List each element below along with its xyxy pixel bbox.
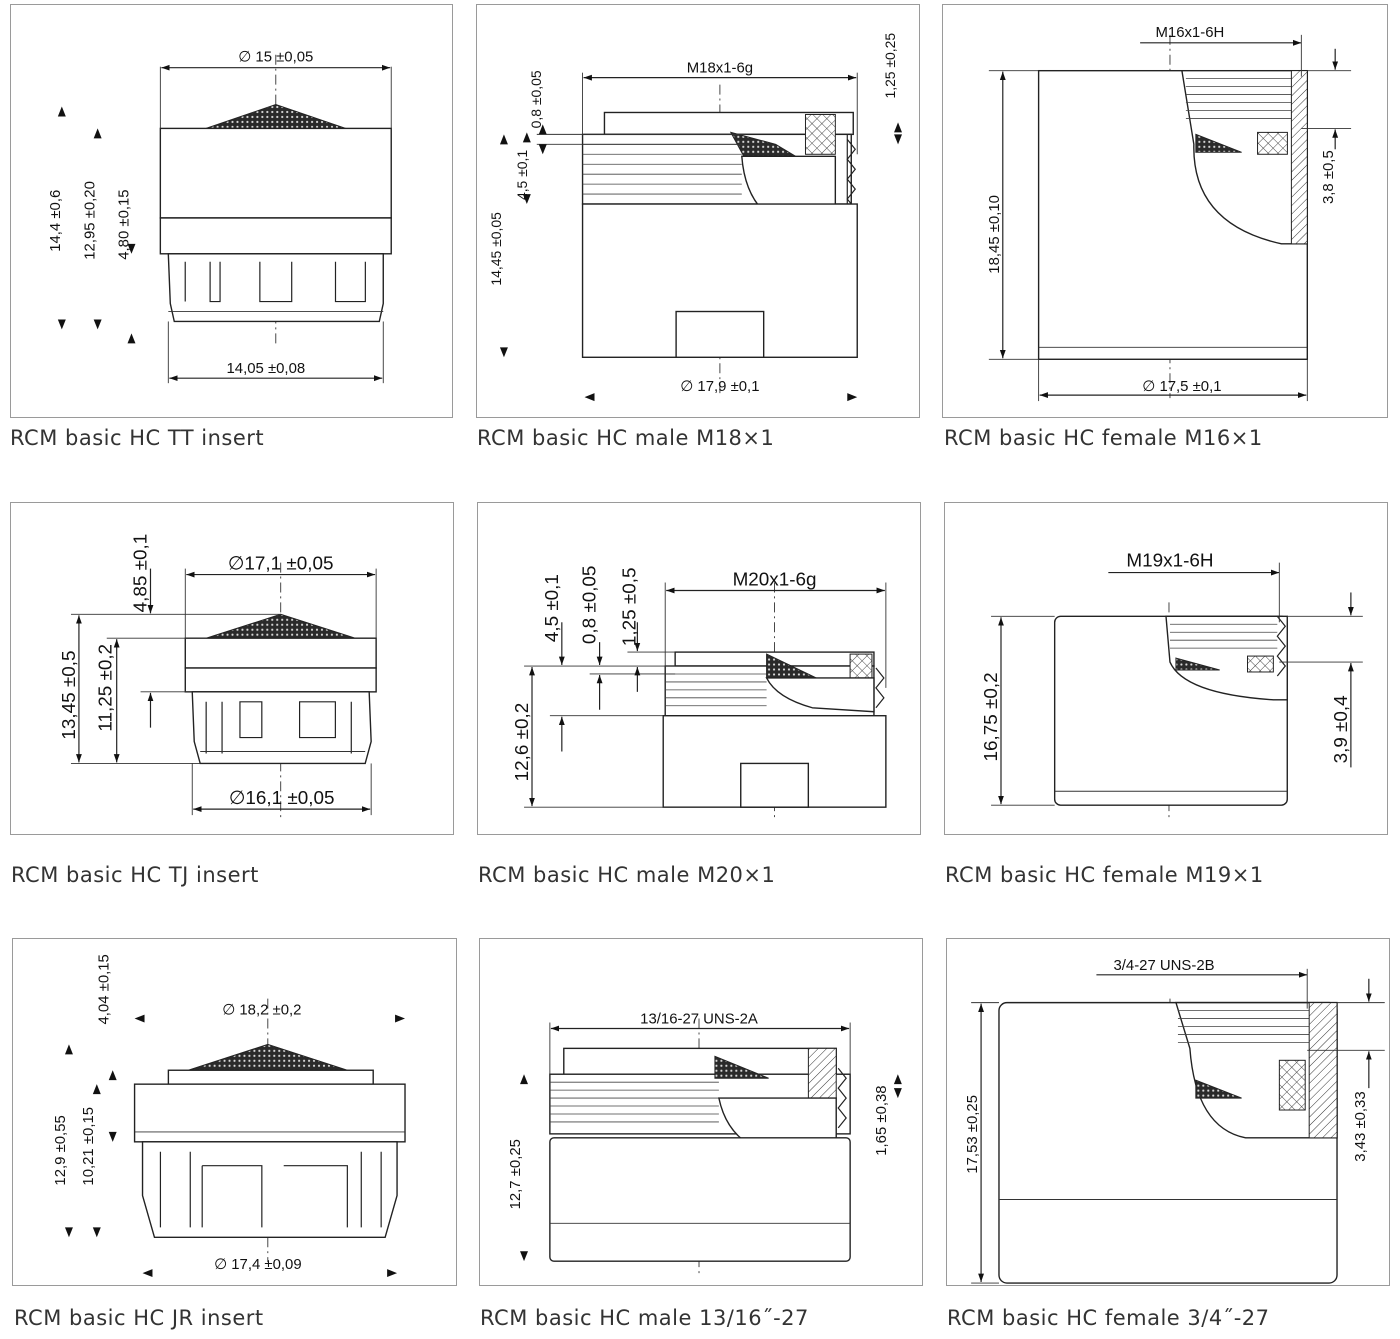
drawing-frame: 13/16-27 UNS-2A 12,7 ±0,25 1,65 ±0,38 bbox=[479, 938, 923, 1286]
dim-v3: 4,80 ±0,15 bbox=[116, 189, 133, 259]
dim-thread: 3/4-27 UNS-2B bbox=[1113, 958, 1214, 974]
panel-caption: RCM basic HC female M16×1 bbox=[944, 426, 1263, 450]
panel-caption: RCM basic HC male M18×1 bbox=[477, 426, 775, 450]
dim-v1: 12,6 ±0,2 bbox=[512, 703, 533, 782]
dim-v4: 1,25 ±0,25 bbox=[882, 33, 898, 99]
dim-v2: 12,95 ±0,20 bbox=[82, 181, 99, 260]
panel-caption: RCM basic HC female 3/4˝-27 bbox=[947, 1306, 1270, 1330]
dim-v4: 1,25 ±0,5 bbox=[619, 568, 640, 647]
dim-bottom: ∅ 17,5 ±0,1 bbox=[1142, 378, 1221, 395]
dim-v2: 1,65 ±0,38 bbox=[874, 1085, 890, 1155]
male-m20-drawing: M20x1-6g 12,6 ±0,2 4,5 ±0,1 0,8 ±0,05 1,… bbox=[512, 566, 887, 822]
drawing-frame: M20x1-6g 12,6 ±0,2 4,5 ±0,1 0,8 ±0,05 1,… bbox=[477, 502, 921, 835]
dim-top: ∅17,1 ±0,05 bbox=[228, 554, 334, 575]
dim-v2: 3,43 ±0,33 bbox=[1353, 1091, 1369, 1161]
panel-caption: RCM basic HC TJ insert bbox=[11, 863, 259, 887]
dim-v1: 12,9 ±0,55 bbox=[53, 1115, 69, 1185]
jr-insert-drawing: ∅ 18,2 ±0,2 ∅ 17,4 ±0,09 12,9 ±0,55 10,2… bbox=[53, 954, 406, 1278]
dim-bottom: ∅16,1 ±0,05 bbox=[229, 788, 335, 809]
dim-v1: 13,45 ±0,5 bbox=[59, 650, 80, 739]
male-13-16-drawing: 13/16-27 UNS-2A 12,7 ±0,25 1,65 ±0,38 bbox=[508, 1012, 902, 1278]
dim-thread: M20x1-6g bbox=[733, 570, 817, 591]
tt-insert-drawing: ∅ 15 ±0,05 14,05 ±0,08 14,4 ±0,6 12,95 ±… bbox=[47, 49, 392, 384]
dim-thread: M18x1-6g bbox=[687, 60, 753, 77]
dim-bottom: ∅ 17,9 ±0,1 bbox=[680, 378, 759, 395]
dim-bottom: ∅ 17,4 ±0,09 bbox=[214, 1257, 302, 1273]
dim-v1: 18,45 ±0,10 bbox=[986, 195, 1003, 274]
dim-v3: 4,04 ±0,15 bbox=[97, 954, 113, 1024]
dim-v2: 4,5 ±0,1 bbox=[514, 150, 530, 200]
dim-v2: 10,21 ±0,15 bbox=[81, 1107, 97, 1186]
dim-thread: 13/16-27 UNS-2A bbox=[640, 1012, 758, 1028]
female-m19-drawing: M19x1-6H 16,75 ±0,2 3,9 ±0,4 bbox=[981, 551, 1363, 822]
dim-v1: 14,45 ±0,05 bbox=[488, 212, 504, 286]
dim-thread: M16x1-6H bbox=[1155, 24, 1224, 41]
drawing-frame: ∅ 15 ±0,05 14,05 ±0,08 14,4 ±0,6 12,95 ±… bbox=[10, 4, 453, 418]
dim-bottom: 14,05 ±0,08 bbox=[227, 360, 306, 377]
drawing-frame: ∅17,1 ±0,05 ∅16,1 ±0,05 13,45 ±0,5 11,25… bbox=[10, 502, 454, 835]
dim-v2: 3,9 ±0,4 bbox=[1331, 695, 1352, 763]
dim-v3: 4,85 ±0,1 bbox=[131, 534, 152, 613]
female-3-4-drawing: 3/4-27 UNS-2B 17,53 ±0,25 3,43 ±0,33 bbox=[965, 958, 1385, 1284]
dim-v1: 14,4 ±0,6 bbox=[47, 190, 64, 252]
dim-v2: 4,5 ±0,1 bbox=[542, 574, 563, 642]
panel-caption: RCM basic HC male 13/16˝-27 bbox=[480, 1306, 809, 1330]
dim-v2: 3,8 ±0,5 bbox=[1320, 150, 1337, 204]
panel-caption: RCM basic HC female M19×1 bbox=[945, 863, 1264, 887]
tj-insert-drawing: ∅17,1 ±0,05 ∅16,1 ±0,05 13,45 ±0,5 11,25… bbox=[59, 534, 377, 822]
dim-top: ∅ 18,2 ±0,2 bbox=[222, 1003, 301, 1019]
panel-caption: RCM basic HC male M20×1 bbox=[478, 863, 776, 887]
panel-caption: RCM basic HC JR insert bbox=[14, 1306, 264, 1330]
drawing-frame: ∅ 18,2 ±0,2 ∅ 17,4 ±0,09 12,9 ±0,55 10,2… bbox=[12, 938, 457, 1286]
dim-v1: 17,53 ±0,25 bbox=[965, 1095, 981, 1174]
dim-v1: 16,75 ±0,2 bbox=[981, 672, 1002, 761]
dim-thread: M19x1-6H bbox=[1126, 551, 1213, 572]
dim-v3: 0,8 ±0,05 bbox=[580, 566, 601, 645]
male-m18-drawing: M18x1-6g ∅ 17,9 ±0,1 14,45 ±0,05 4,5 ±0,… bbox=[488, 33, 903, 402]
dim-v3: 0,8 ±0,05 bbox=[528, 70, 544, 128]
dim-v2: 11,25 ±0,2 bbox=[96, 644, 117, 732]
dim-v1: 12,7 ±0,25 bbox=[508, 1139, 524, 1209]
female-m16-drawing: 18,45 ±0,10 M16x1-6H ∅ 17,5 ±0,1 3,8 ±0,… bbox=[986, 24, 1352, 402]
panel-caption: RCM basic HC TT insert bbox=[10, 426, 265, 450]
drawing-frame: M19x1-6H 16,75 ±0,2 3,9 ±0,4 bbox=[944, 502, 1388, 835]
drawing-frame: 3/4-27 UNS-2B 17,53 ±0,25 3,43 ±0,33 bbox=[946, 938, 1390, 1286]
dim-top: ∅ 15 ±0,05 bbox=[238, 49, 313, 66]
drawing-frame: 18,45 ±0,10 M16x1-6H ∅ 17,5 ±0,1 3,8 ±0,… bbox=[942, 4, 1388, 418]
drawing-frame: M18x1-6g ∅ 17,9 ±0,1 14,45 ±0,05 4,5 ±0,… bbox=[476, 4, 920, 418]
